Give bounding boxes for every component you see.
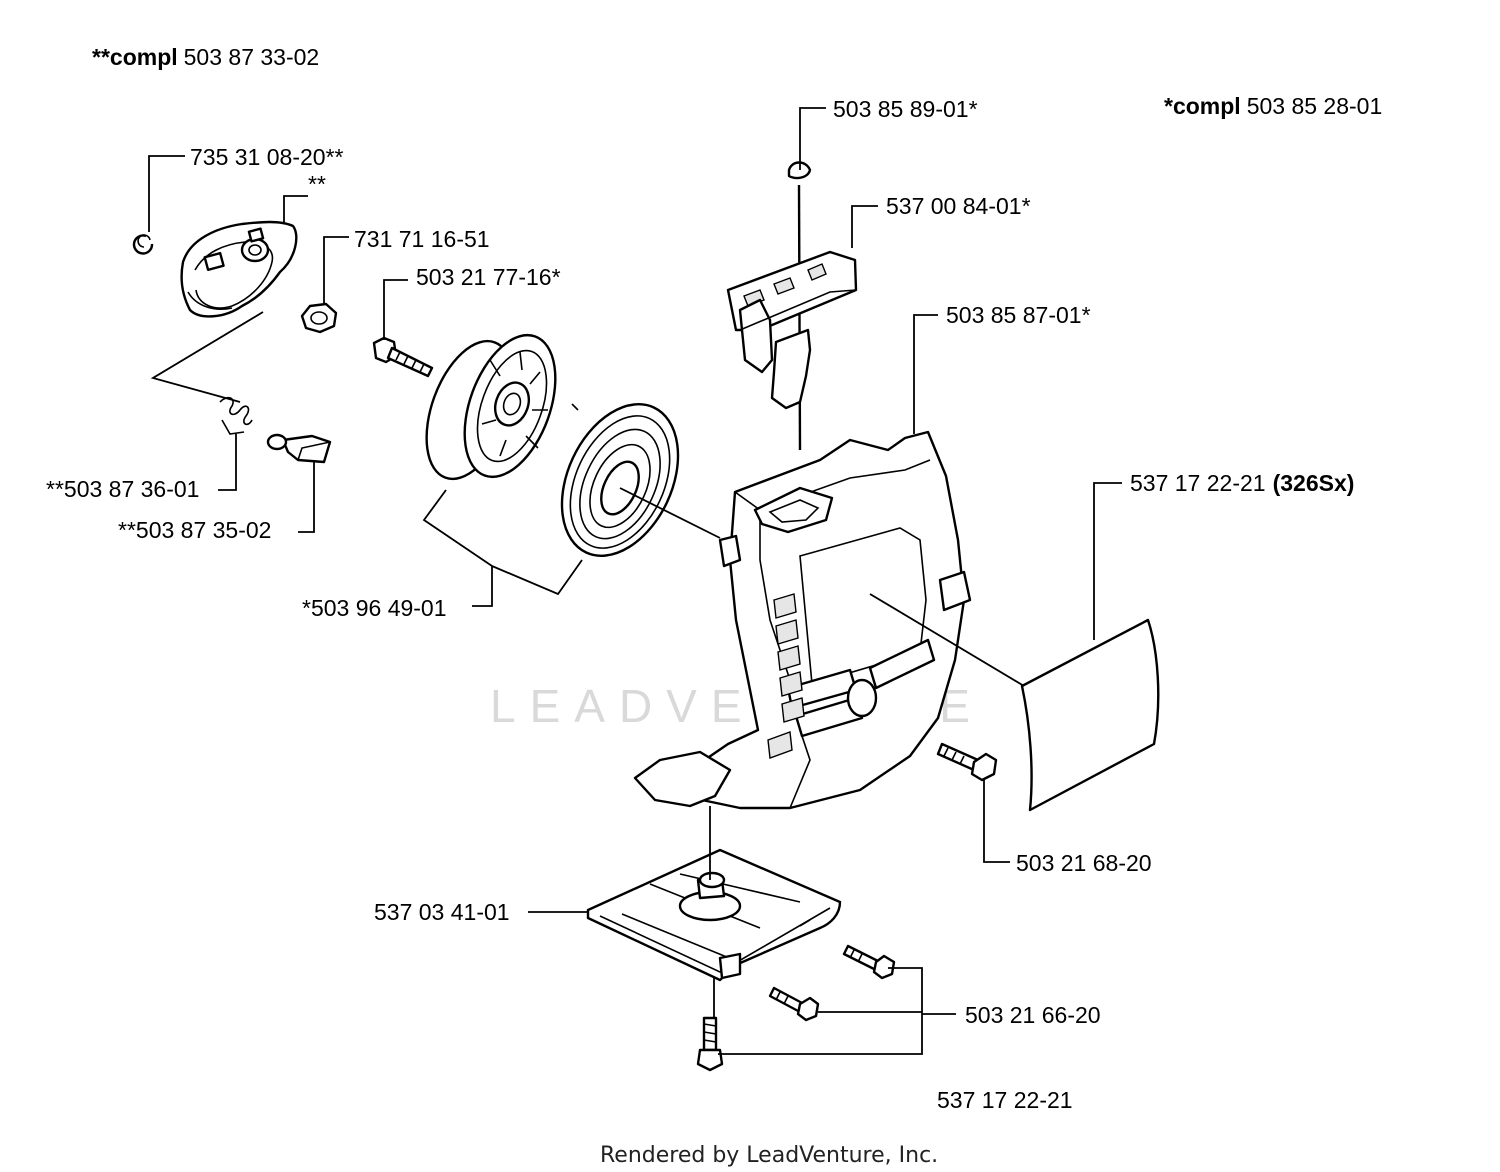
callout-503-21-77-16: 503 21 77-16* (416, 264, 561, 290)
callout-537-17-22-21: 537 17 22-21 (937, 1087, 1073, 1113)
housing-screw-part (936, 742, 998, 782)
callout-503-87-36-01: **503 87 36-01 (46, 476, 199, 502)
leader-lines (148, 107, 1122, 1055)
plate-screw-middle-part (768, 986, 820, 1022)
callout-503-87-35-02: **503 87 35-02 (118, 517, 271, 543)
pulley-screw-part (372, 336, 434, 378)
callout-537-17-22-21-326sx: 537 17 22-21(326Sx) (1130, 470, 1354, 496)
retaining-ring-part (132, 234, 154, 255)
plate-screw-upper-part (842, 944, 896, 980)
bottom-plate-part (586, 848, 842, 982)
rope-pulley-part (425, 333, 557, 481)
flange-nut-part (300, 302, 338, 334)
callout-537-03-41-01: 537 03 41-01 (374, 899, 510, 925)
callout-503-21-68-20: 503 21 68-20 (1016, 850, 1152, 876)
decal-part (1020, 618, 1160, 812)
starter-rope-part (787, 161, 812, 451)
callout-731-71-16-51: 731 71 16-51 (354, 226, 490, 252)
callout-503-85-87-01: 503 85 87-01* (946, 302, 1091, 328)
callout-537-00-84-01: 537 00 84-01* (886, 193, 1031, 219)
callout-503-21-66-20: 503 21 66-20 (965, 1002, 1101, 1028)
callout-double-star: ** (308, 171, 326, 197)
plate-screw-lower-part (696, 1016, 724, 1072)
callout-503-85-89-01: 503 85 89-01* (833, 96, 978, 122)
starter-housing-part (633, 430, 972, 810)
pawl-part (266, 433, 332, 464)
starter-handle-part (726, 250, 858, 410)
pawl-carrier-plate-part (180, 220, 298, 318)
recoil-spring-part (560, 403, 680, 557)
callout-503-96-49-01: *503 96 49-01 (302, 595, 447, 621)
callout-735-31-08-20: 735 31 08-20** (190, 144, 344, 170)
pawl-spring-part (219, 396, 253, 435)
footer-credit: Rendered by LeadVenture, Inc. (600, 1143, 938, 1168)
